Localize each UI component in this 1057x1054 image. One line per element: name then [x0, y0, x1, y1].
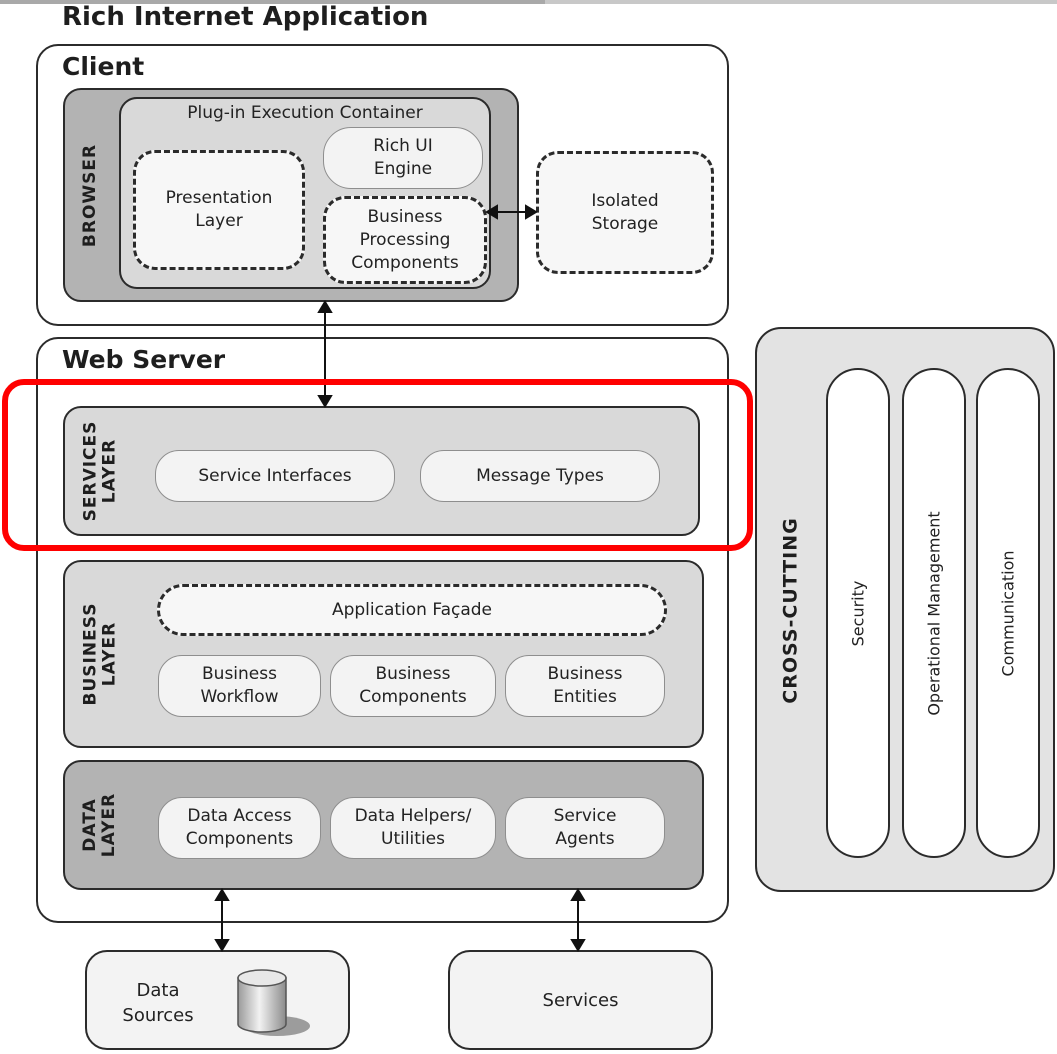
database-icon — [237, 969, 310, 1036]
diagram-title: Rich Internet Application — [62, 2, 429, 32]
data-helpers-utilities: Data Helpers/ Utilities — [330, 797, 496, 859]
services-box: Services — [448, 950, 713, 1050]
business-components: Business Components — [330, 655, 496, 717]
services-layer-highlight — [2, 379, 753, 551]
data-access-components: Data Access Components — [158, 797, 321, 859]
business-workflow: Business Workflow — [158, 655, 321, 717]
business-processing-components: Business Processing Components — [323, 196, 487, 284]
presentation-layer: Presentation Layer — [133, 150, 305, 270]
isolated-storage: Isolated Storage — [536, 151, 714, 274]
plugin-container-label: Plug-in Execution Container — [187, 103, 423, 123]
communication-pill: Communication — [976, 368, 1040, 858]
operational-management-pill: Operational Management — [902, 368, 966, 858]
top-rule-accent — [0, 0, 545, 4]
service-agents: Service Agents — [505, 797, 665, 859]
data-sources-box — [85, 950, 350, 1050]
application-facade: Application Façade — [157, 584, 667, 636]
security-pill: Security — [826, 368, 890, 858]
message-types: Message Types — [420, 450, 660, 502]
business-entities: Business Entities — [505, 655, 665, 717]
service-interfaces: Service Interfaces — [155, 450, 395, 502]
web-server-heading: Web Server — [62, 345, 226, 374]
data-sources-label: Data Sources — [122, 980, 194, 1026]
rich-ui-engine: Rich UI Engine — [323, 127, 483, 189]
client-heading: Client — [62, 52, 145, 81]
